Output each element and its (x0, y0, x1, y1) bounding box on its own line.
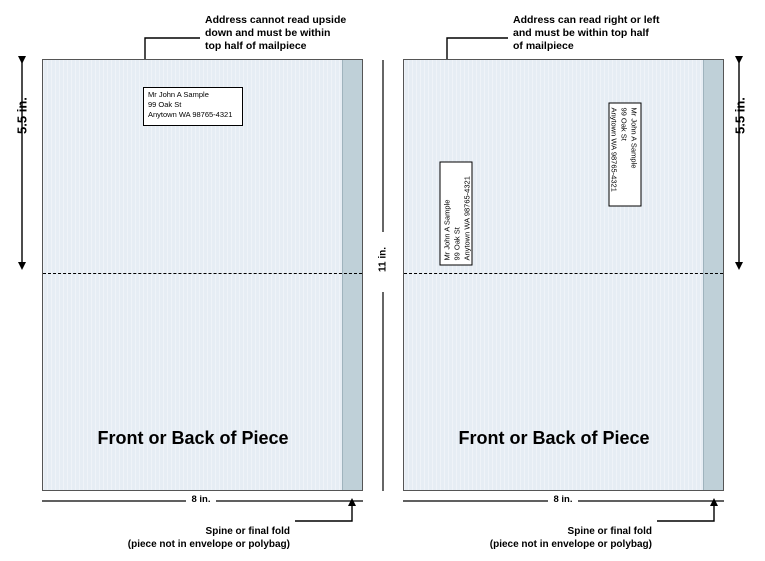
address-line: Anytown WA 98765-4321 (609, 107, 619, 192)
right-piece-title: Front or Back of Piece (458, 428, 650, 448)
center-height-label: 11 in. (377, 247, 389, 273)
left-callout: Address cannot read upside down and must… (205, 14, 346, 53)
right-spine-note: Spine or final fold (piece not in envelo… (472, 525, 652, 551)
left-mailpiece: Mr John A Sample 99 Oak St Anytown WA 98… (42, 59, 363, 491)
left-spine (342, 60, 362, 490)
left-width-label: 8 in. (191, 494, 211, 505)
callout-line: down and must be within (205, 27, 331, 39)
address-line: 99 Oak St (452, 227, 462, 261)
right-mailpiece: Mr John A Sample 99 Oak St Anytown WA 98… (403, 59, 724, 491)
callout-line: Address cannot read upside (205, 14, 347, 26)
address-line: 99 Oak St (148, 100, 182, 109)
left-piece-title: Front or Back of Piece (97, 428, 289, 448)
callout-line: top half of mailpiece (205, 40, 307, 52)
address-line: Anytown WA 98765-4321 (462, 176, 472, 261)
address-line: Mr John A Sample (442, 199, 452, 261)
callout-line: and must be within top half (513, 27, 649, 39)
callout-line: Address can read right or left (513, 14, 660, 26)
left-address-block: Mr John A Sample 99 Oak St Anytown WA 98… (143, 87, 243, 126)
address-line: 99 Oak St (619, 107, 629, 141)
callout-line: of mailpiece (513, 40, 574, 52)
spine-note-line: Spine or final fold (567, 526, 652, 537)
right-spine-arrow (657, 498, 718, 522)
address-line: Mr John A Sample (148, 90, 209, 99)
right-address-block-ccw: Mr John A Sample 99 Oak St Anytown WA 98… (439, 161, 473, 266)
spine-note-line: Spine or final fold (205, 526, 290, 537)
right-spine (703, 60, 723, 490)
left-midline (43, 273, 362, 274)
address-line: Anytown WA 98765-4321 (148, 110, 233, 119)
right-height-label: 5.5 in. (732, 97, 748, 134)
right-midline (404, 273, 723, 274)
left-spine-note: Spine or final fold (piece not in envelo… (110, 525, 290, 551)
right-width-label: 8 in. (553, 494, 573, 505)
left-height-label: 5.5 in. (14, 97, 30, 134)
spine-note-line: (piece not in envelope or polybag) (127, 539, 290, 550)
right-callout: Address can read right or left and must … (513, 14, 659, 53)
address-line: Mr John A Sample (629, 107, 639, 169)
left-spine-arrow (295, 498, 356, 522)
spine-note-line: (piece not in envelope or polybag) (489, 539, 652, 550)
right-address-block-cw: Mr John A Sample 99 Oak St Anytown WA 98… (608, 102, 642, 207)
